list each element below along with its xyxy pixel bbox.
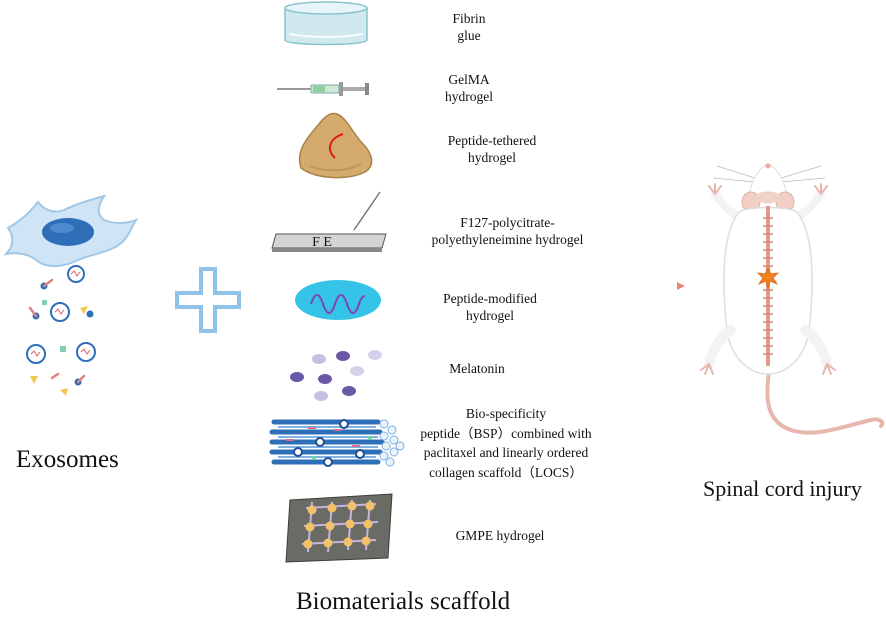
- collagen-fiber-bundle-icon: [269, 419, 405, 467]
- arrow-right-icon: [607, 282, 685, 290]
- scaffold-label: Biomaterials scaffold: [296, 588, 511, 615]
- plus-icon: [175, 267, 241, 333]
- hydrogel-slide-icon: F E: [271, 191, 387, 252]
- spinal-cord-injury-label: Spinal cord injury: [703, 476, 862, 501]
- label-gmpe-hydrogel: GMPE hydrogel: [455, 528, 545, 543]
- hydrogel-mound-icon: [298, 112, 373, 179]
- syringe-icon: [277, 82, 369, 96]
- label-melatonin: Melatonin: [449, 361, 505, 376]
- rat-spinal-cord-injury-icon: [700, 163, 885, 435]
- label-f127-hydrogel: F127-polycitrate-polyethyleneimine hydro…: [431, 215, 584, 247]
- exosomes-label: Exosomes: [16, 446, 119, 473]
- injury-site-icon: [756, 267, 780, 290]
- petri-dish-icon: [284, 1, 368, 46]
- gmpe-network-icon: [285, 493, 393, 563]
- cell-with-vesicles-icon: [3, 194, 139, 396]
- slide-letters: F E: [312, 235, 332, 250]
- melatonin-particles-icon: [290, 350, 382, 401]
- peptide-ellipse-icon: [295, 280, 381, 320]
